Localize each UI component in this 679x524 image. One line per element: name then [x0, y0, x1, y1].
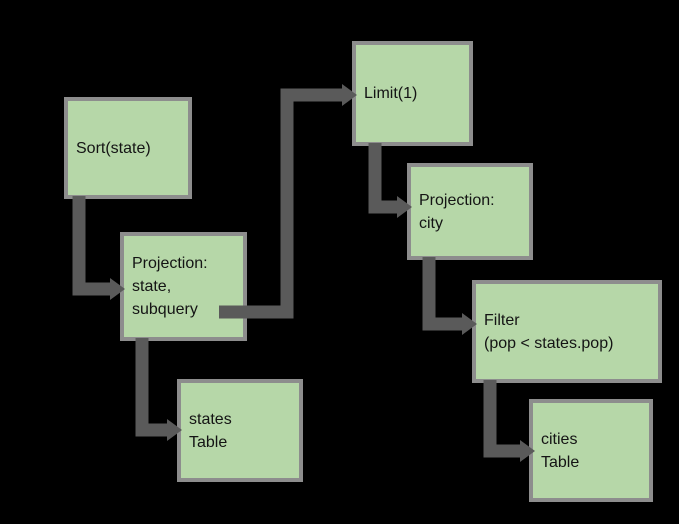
node-states-table-label: states Table — [189, 410, 232, 451]
edge-projection-city-to-filter — [422, 257, 464, 331]
edge-limit-to-projection-city — [368, 143, 399, 214]
node-states-table: states Table — [177, 379, 303, 482]
node-limit-label: Limit(1) — [364, 85, 418, 102]
node-projection-city-label: Projection: city — [419, 191, 495, 232]
node-cities-table-label: cities Table — [541, 430, 580, 471]
node-sort: Sort(state) — [64, 97, 192, 199]
node-projection-state-subquery-label: Projection: state, subquery — [132, 255, 208, 318]
edge-filter-to-cities-table — [483, 380, 522, 458]
edge-projection-state-to-states-table — [135, 338, 169, 437]
node-cities-table: cities Table — [529, 399, 653, 502]
node-limit: Limit(1) — [352, 41, 473, 146]
node-filter-label: Filter (pop < states.pop) — [484, 311, 614, 352]
edge-sort-to-projection-state — [72, 196, 111, 296]
node-filter: Filter (pop < states.pop) — [472, 280, 662, 383]
node-sort-label: Sort(state) — [76, 139, 151, 157]
node-projection-city: Projection: city — [407, 163, 533, 260]
node-projection-state-subquery: Projection: state, subquery — [120, 232, 247, 341]
